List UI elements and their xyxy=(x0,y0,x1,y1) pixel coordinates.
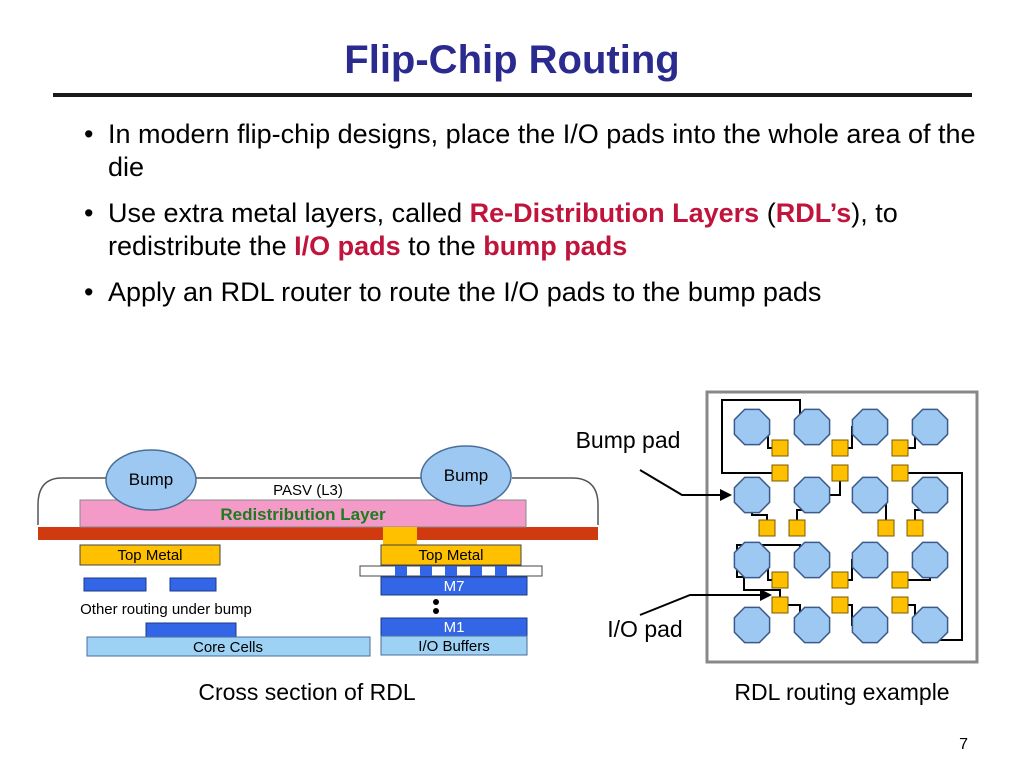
other-routing-label: Other routing under bump xyxy=(80,601,252,618)
io-buffers-label: I/O Buffers xyxy=(418,638,489,655)
io-pad xyxy=(891,596,909,614)
bump-pad xyxy=(733,408,771,446)
bullet-list: • In modern flip-chip designs, place the … xyxy=(84,118,984,322)
ellipsis-dot xyxy=(433,599,439,605)
core-cells-layer xyxy=(86,636,371,657)
bump-pad xyxy=(793,541,831,579)
via xyxy=(495,566,507,576)
via xyxy=(470,566,482,576)
highlighted-term: bump pads xyxy=(483,231,628,261)
top-metal-right-label: Top Metal xyxy=(418,547,483,564)
io-pad-grid xyxy=(758,439,924,614)
slide-title: Flip-Chip Routing xyxy=(344,38,680,82)
bump-pad xyxy=(733,541,771,579)
title-divider xyxy=(53,93,972,97)
bump-pad xyxy=(911,606,949,644)
m7-layer xyxy=(380,576,528,596)
bump-right-label: Bump xyxy=(444,466,488,485)
rdl-label: Redistribution Layer xyxy=(220,505,386,524)
bullet-item: • In modern flip-chip designs, place the … xyxy=(84,118,984,184)
m1-label: M1 xyxy=(444,619,465,636)
bump-pad xyxy=(851,476,889,514)
io-pad xyxy=(771,596,789,614)
bullet-item: • Use extra metal layers, called Re-Distr… xyxy=(84,197,984,263)
core-cells-label: Core Cells xyxy=(193,639,263,656)
bump-pad xyxy=(851,606,889,644)
io-pad xyxy=(891,439,909,457)
io-pad xyxy=(758,519,776,537)
io-pad xyxy=(831,464,849,482)
substrate-layer xyxy=(38,527,598,540)
bullet-text: to the xyxy=(400,231,484,261)
m7-label: M7 xyxy=(444,578,465,595)
top-metal-right xyxy=(380,544,522,566)
bullet-text: In modern flip-chip designs, place the I… xyxy=(108,119,976,182)
ellipsis-dot xyxy=(433,608,439,614)
io-pad xyxy=(771,439,789,457)
highlighted-term: RDL’s xyxy=(775,198,852,228)
bump-pad xyxy=(851,408,889,446)
bump-pad xyxy=(733,476,771,514)
io-pad-label: I/O pad xyxy=(607,616,682,642)
pasv-outline xyxy=(37,477,599,525)
bullet-dot: • xyxy=(84,277,94,307)
bump-pad xyxy=(851,541,889,579)
io-pad xyxy=(831,596,849,614)
io-pad xyxy=(891,571,909,589)
top-metal-left xyxy=(79,544,221,566)
bump-left-label: Bump xyxy=(129,470,173,489)
io-pad xyxy=(906,519,924,537)
routing-block xyxy=(169,577,217,592)
highlighted-term: I/O pads xyxy=(294,231,401,261)
bullet-text: Apply an RDL router to route the I/O pad… xyxy=(108,277,822,307)
bump-left xyxy=(105,449,197,511)
io-pad xyxy=(771,464,789,482)
cross-section-diagram: Bump Bump PASV (L3) Redistribution Layer… xyxy=(37,445,599,705)
io-pad-callout-arrowhead xyxy=(760,589,772,601)
via xyxy=(395,566,407,576)
bullet-dot: • xyxy=(84,119,94,149)
routing-block xyxy=(145,622,237,638)
io-pad xyxy=(831,571,849,589)
bump-pad xyxy=(793,606,831,644)
io-buffers-layer xyxy=(380,635,528,656)
bullet-dot: • xyxy=(84,198,94,228)
routing-example-diagram: Bump pad I/O pad RDL routing example xyxy=(576,390,979,705)
bullet-item: • Apply an RDL router to route the I/O pa… xyxy=(84,276,984,309)
bump-pad xyxy=(911,408,949,446)
bump-pad xyxy=(793,408,831,446)
io-pad xyxy=(788,519,806,537)
bullet-text: ( xyxy=(759,198,776,228)
bump-right xyxy=(420,445,512,507)
bump-pad-label: Bump pad xyxy=(576,427,681,453)
io-pad xyxy=(877,519,895,537)
bullet-text: Use extra metal layers, called xyxy=(108,198,470,228)
io-pad xyxy=(771,571,789,589)
top-metal-left-label: Top Metal xyxy=(117,547,182,564)
bump-pad-callout-arrow xyxy=(639,469,726,496)
routing-block xyxy=(83,577,147,592)
page-number: 7 xyxy=(959,736,968,753)
bump-pad-callout-arrowhead xyxy=(720,489,732,501)
pasv-label: PASV (L3) xyxy=(273,482,343,499)
bump-pad xyxy=(911,476,949,514)
via xyxy=(420,566,432,576)
io-pad xyxy=(891,464,909,482)
bullet-text: ), to redistribute the xyxy=(108,198,898,261)
highlighted-term: Re-Distribution Layers xyxy=(469,198,760,228)
rdl-via xyxy=(383,527,417,545)
io-pad xyxy=(831,439,849,457)
bump-pad-grid xyxy=(733,408,949,644)
bump-pad xyxy=(733,606,771,644)
routing-example-caption: RDL routing example xyxy=(734,679,949,705)
cross-section-caption: Cross section of RDL xyxy=(198,679,416,705)
bump-pad xyxy=(911,541,949,579)
bump-pad xyxy=(793,476,831,514)
io-pad-callout-arrow xyxy=(639,594,766,616)
via xyxy=(445,566,457,576)
